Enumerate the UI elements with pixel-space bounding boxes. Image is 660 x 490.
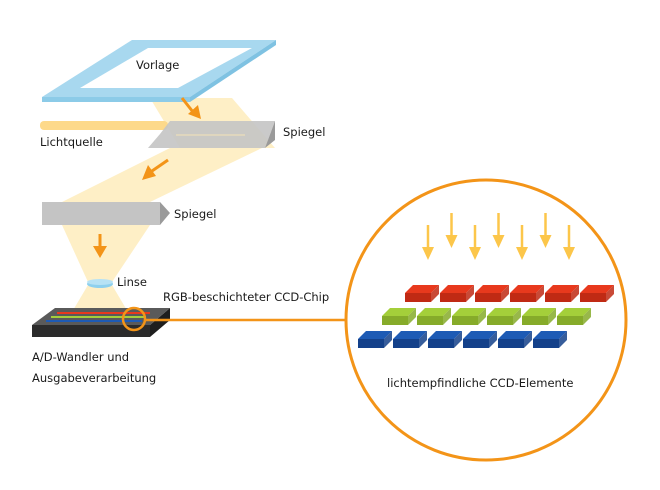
mirror-upper-side [265, 121, 275, 148]
ccd-element-green [557, 308, 591, 325]
ccd-element-blue [533, 331, 567, 348]
beam-lens-to-chip [72, 285, 128, 312]
ccd-element-green [417, 308, 451, 325]
ccd-element-green [487, 308, 521, 325]
ccd-element-blue [463, 331, 497, 348]
incoming-light-arrows [422, 213, 575, 260]
ccd-element-red [475, 285, 509, 302]
chip-front-side [32, 325, 150, 337]
document-frame: Vorlage [42, 40, 276, 102]
light-arrow-icon [469, 225, 481, 260]
ccd-element-green [452, 308, 486, 325]
ccd-element-blue [393, 331, 427, 348]
frame-front-edge [42, 97, 190, 102]
arrow-icon [93, 234, 107, 258]
mirror-lower-tip [160, 202, 170, 225]
light-source: Lichtquelle [40, 121, 168, 149]
frame-right-edge [190, 40, 276, 102]
ccd-element-grid [358, 285, 614, 348]
light-arrow-icon [492, 213, 505, 248]
light-source-bar [40, 121, 168, 130]
document-label: Vorlage [136, 58, 179, 72]
ccd-element-red [545, 285, 579, 302]
lens: Linse [87, 275, 147, 289]
ccd-row-green [382, 308, 591, 325]
ccd-row-blue [358, 331, 567, 348]
ccd-element-green [522, 308, 556, 325]
mirror-lower: Spiegel [42, 202, 216, 225]
frame-inner [80, 48, 252, 88]
light-arrow-icon [445, 213, 458, 248]
ccd-element-red [405, 285, 439, 302]
ccd-element-blue [358, 331, 392, 348]
ccd-element-green [382, 308, 416, 325]
chip-right-side [150, 308, 170, 337]
mirror-lower-label: Spiegel [174, 207, 216, 221]
magnifier-circle [344, 178, 628, 462]
ccd-elements-label: lichtempfindliche CCD-Elemente [387, 376, 573, 390]
light-arrow-icon [563, 225, 575, 260]
light-arrow-icon [516, 225, 528, 260]
ccd-element-red [440, 285, 474, 302]
ccd-element-blue [428, 331, 462, 348]
mirror-upper-label: Spiegel [283, 125, 325, 139]
ccd-element-red [510, 285, 544, 302]
lens-top [87, 279, 113, 285]
ccd-row-red [405, 285, 614, 302]
mirror-lower-face [42, 202, 160, 225]
beam-mirror-to-lens [62, 225, 150, 282]
ccd-element-red [580, 285, 614, 302]
beam-mirror-to-mirror [62, 148, 262, 202]
ccd-chip-label: RGB-beschichteter CCD-Chip [163, 290, 329, 304]
arrow-icon [180, 97, 201, 119]
magnified-view: lichtempfindliche CCD-Elemente [344, 178, 628, 462]
direction-arrows [93, 97, 201, 258]
arrow-icon [142, 158, 169, 180]
adc-label-line2: Ausgabeverarbeitung [32, 371, 156, 385]
light-source-label: Lichtquelle [40, 135, 103, 149]
ccd-element-blue [498, 331, 532, 348]
adc-label-line1: A/D-Wandler und [32, 350, 129, 364]
lens-label: Linse [117, 275, 147, 289]
ccd-chip: RGB-beschichteter CCD-Chip A/D-Wandler u… [32, 290, 346, 385]
light-arrow-icon [539, 213, 552, 248]
mirror-upper: Spiegel [148, 121, 325, 148]
light-arrow-icon [422, 225, 434, 260]
